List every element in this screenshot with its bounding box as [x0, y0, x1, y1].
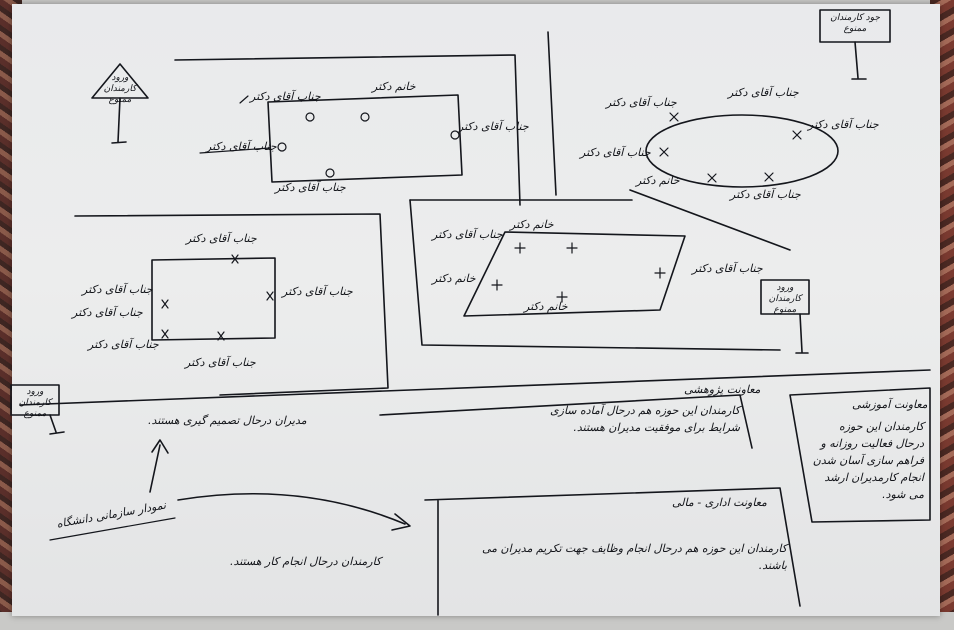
paper-sheet	[12, 4, 940, 616]
sign-left-label: ورود کارمندان ممنوع	[18, 387, 52, 419]
room-parallelogram-wall	[409, 199, 781, 351]
divider-vertical	[547, 31, 557, 196]
note-managers: مدیران درحال تصمیم گیری هستند.	[148, 414, 307, 427]
seat-label: خانم دکتر	[372, 80, 416, 93]
room-top-left-wall	[174, 54, 521, 206]
dept-education-body: کارمندان این حوزه درحال فعالیت روزانه و …	[812, 420, 924, 501]
seat-label: جناب آقای دکتر	[186, 232, 257, 245]
dept-research-box	[379, 394, 753, 449]
seat-label: جناب آقای دکتر	[206, 140, 277, 153]
seat-label: جناب آقای دکتر	[250, 90, 321, 103]
sign-mid-right-label: ورود کارمندان ممنوع	[768, 283, 802, 315]
seat-label: خانم دکتر	[432, 272, 476, 285]
dept-research-title: معاونت پژوهشی	[684, 383, 761, 396]
seat-label: خانم دکتر	[510, 218, 554, 231]
seat-mark	[325, 168, 335, 178]
dept-admin-body: کارمندان این حوزه هم درحال انجام وظایف ج…	[481, 542, 787, 572]
seat-label: جناب آقای دکتر	[282, 285, 353, 298]
arrow-up-line	[149, 444, 161, 493]
dept-education-box	[789, 387, 931, 523]
seat-label: جناب آقای دکتر	[458, 120, 529, 133]
seat-mark	[305, 112, 315, 122]
note-employees: کارمندان درحال انجام کار هستند.	[230, 555, 382, 568]
arrow-curve	[177, 492, 406, 525]
divider-horizontal	[19, 369, 931, 406]
table-top-left	[267, 94, 463, 183]
seat-label: جناب آقای دکتر	[730, 188, 801, 201]
seat-mark	[277, 142, 287, 152]
seat-label: جناب آقای دکتر	[432, 228, 503, 241]
table-mid-left	[151, 257, 276, 341]
seat-label: جناب آقای دکتر	[606, 96, 677, 109]
seat-label: خانم دکتر	[524, 300, 568, 313]
seat-label: جناب آقای دکتر	[88, 338, 159, 351]
oval-table	[645, 114, 839, 188]
seat-label: جناب آقای دکتر	[82, 283, 153, 296]
seat-label: جناب آقای دکتر	[728, 86, 799, 99]
sign-left	[10, 384, 60, 416]
sign-mid-right	[760, 279, 810, 315]
seat-label: جناب آقای دکتر	[275, 181, 346, 194]
dept-education-title: معاونت آموزشی	[852, 398, 928, 411]
sign-top-right-label: جود کارمندان ممنوع	[830, 13, 880, 34]
table-parallelogram	[463, 231, 686, 317]
seat-label: جناب آقای دکتر	[580, 146, 651, 159]
seat-label: جناب آقای دکتر	[692, 262, 763, 275]
seat-label: جناب آقای دکتر	[808, 118, 879, 131]
seat-label: خانم دکتر	[636, 174, 680, 187]
arrow-head	[391, 513, 411, 531]
seat-mark	[360, 112, 370, 122]
dept-research-body: کارمندان این حوزه هم درحال آماده سازی شر…	[550, 404, 740, 434]
arrow-up-head	[151, 439, 169, 454]
seat-label: جناب آقای دکتر	[72, 306, 143, 319]
sign-triangle-label: ورود کارمندان ممنوع	[103, 73, 137, 105]
room-mid-left-wall	[74, 213, 389, 396]
seat-label: جناب آقای دکتر	[185, 356, 256, 369]
dept-admin-title: معاونت اداری - مالی	[672, 496, 767, 509]
dept-admin-box	[424, 487, 801, 616]
oval-room-diagonal	[629, 189, 791, 251]
background-bottom	[0, 612, 954, 630]
seat-mark	[450, 130, 460, 140]
